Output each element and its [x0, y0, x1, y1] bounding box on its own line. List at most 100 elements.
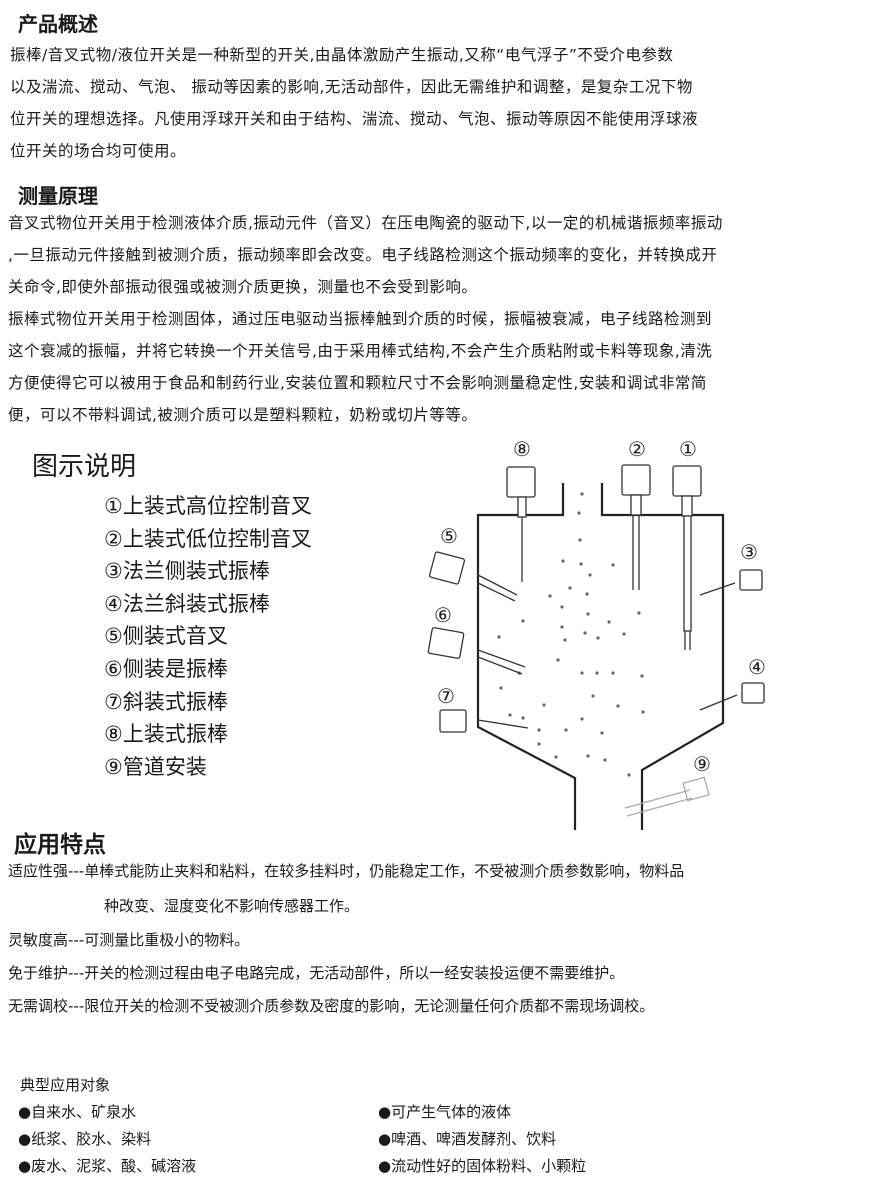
label-2: ② — [628, 437, 646, 461]
text-line: 关命令,即使外部振动很强或被测介质更换，测量也不会受到影响。 — [8, 278, 478, 296]
material-dot — [578, 538, 582, 542]
feature-line: 灵敏度高---可测量比重极小的物料。 — [8, 931, 250, 949]
material-dot — [554, 755, 558, 759]
material-dot — [580, 717, 584, 721]
feature-line: 适应性强---单棒式能防止夹料和粘料，在较多挂料时，仍能稳定工作，不受被测介质参… — [8, 862, 685, 880]
material-dot — [560, 605, 564, 609]
material-dot — [600, 731, 604, 735]
legend-item: ③法兰侧装式振棒 — [104, 559, 270, 584]
legend-item: ⑥侧装是振棒 — [104, 656, 228, 681]
sensor-7 — [439, 709, 467, 733]
material-dot — [577, 511, 581, 515]
text-line: 音叉式物位开关用于检测液体介质,振动元件（音叉）在压电陶瓷的驱动下,以一定的机械… — [8, 214, 723, 232]
legend-heading: 图示说明 — [32, 452, 137, 482]
text-line: 振棒/音叉式物/液位开关是一种新型的开关,由晶体激励产生振动,又称“电气浮子”不… — [10, 46, 674, 64]
legend-item: ④法兰斜装式振棒 — [104, 591, 270, 616]
sensor-8 — [506, 466, 536, 498]
label-8: ⑧ — [513, 437, 531, 461]
material-dot — [588, 573, 592, 577]
legend-item: ⑨管道安装 — [104, 754, 207, 779]
material-dot — [497, 635, 501, 639]
material-dot — [585, 592, 589, 596]
material-dot — [556, 658, 560, 662]
material-dot — [603, 758, 607, 762]
text-line: 以及湍流、搅动、气泡、 振动等因素的影响,无活动部件，因此无需维护和调整，是复杂… — [10, 78, 693, 96]
sensor-9 — [624, 776, 710, 817]
label-6: ⑥ — [434, 603, 452, 627]
overview-heading: 产品概述 — [18, 12, 98, 36]
sensor-1 — [672, 465, 702, 497]
sensor-4 — [741, 682, 765, 704]
material-dot — [537, 742, 541, 746]
material-dot — [640, 674, 644, 678]
text-line: ,一旦振动元件接触到被测介质，振动频率即会改变。电子线路检测这个振动频率的变化，… — [8, 246, 718, 264]
text-line: 便，可以不带料调试,被测介质可以是塑料颗粒，奶粉或切片等等。 — [8, 406, 478, 424]
feature-line: 免于维护---开关的检测过程由电子电路完成，无活动部件，所以一经安装投运便不需要… — [8, 964, 625, 982]
material-dot — [560, 625, 564, 629]
material-dot — [508, 713, 512, 717]
feature-line: 种改变、湿度变化不影响传感器工作。 — [104, 897, 360, 915]
material-dot — [637, 611, 641, 615]
material-dot — [579, 562, 583, 566]
material-dot — [563, 638, 567, 642]
material-dot — [580, 492, 584, 496]
material-dot — [622, 632, 626, 636]
label-9: ⑨ — [693, 752, 711, 776]
material-dots — [497, 492, 645, 777]
material-dot — [542, 703, 546, 707]
material-dot — [627, 773, 631, 777]
label-1: ① — [679, 437, 697, 461]
label-4: ④ — [748, 655, 766, 679]
material-dot — [611, 671, 615, 675]
legend-item: ⑧上装式振棒 — [104, 722, 228, 747]
material-dot — [641, 710, 645, 714]
material-dot — [616, 704, 620, 708]
overview-text: 振棒/音叉式物/液位开关是一种新型的开关,由晶体激励产生振动,又称“电气浮子”不… — [10, 39, 698, 167]
material-dot — [595, 671, 599, 675]
material-dot — [583, 631, 587, 635]
material-dot — [586, 754, 590, 758]
legend-item: ①上装式高位控制音叉 — [104, 494, 312, 518]
sensor-2 — [621, 464, 651, 496]
legend-item: ⑦斜装式振棒 — [104, 689, 228, 714]
label-7: ⑦ — [437, 684, 455, 708]
text-line: 位开关的场合均可使用。 — [10, 142, 187, 160]
label-5: ⑤ — [440, 524, 458, 548]
material-dot — [521, 716, 525, 720]
label-3: ③ — [740, 540, 758, 564]
application-item: ●废水、泥浆、酸、碱溶液 — [18, 1157, 197, 1175]
application-item: ●自来水、矿泉水 — [18, 1103, 137, 1121]
material-dot — [580, 671, 584, 675]
silo-outline — [476, 483, 725, 830]
principle-text: 音叉式物位开关用于检测液体介质,振动元件（音叉）在压电陶瓷的驱动下,以一定的机械… — [8, 207, 723, 431]
material-dot — [521, 619, 525, 623]
material-dot — [564, 728, 568, 732]
sensor-5 — [428, 551, 466, 585]
application-item: ●流动性好的固体粉料、小颗粒 — [378, 1157, 587, 1175]
material-dot — [561, 559, 565, 563]
application-item: ●可产生气体的液体 — [378, 1103, 512, 1121]
legend-list: ①上装式高位控制音叉 ②上装式低位控制音叉 ③法兰侧装式振棒 ④法兰斜装式振棒 … — [104, 490, 312, 783]
material-dot — [537, 728, 541, 732]
text-line: 方便使得它可以被用于食品和制药行业,安装位置和颗粒尺寸不会影响测量稳定性,安装和… — [8, 374, 707, 392]
legend-item: ⑤侧装式音叉 — [104, 624, 228, 649]
legend-item: ②上装式低位控制音叉 — [104, 526, 312, 551]
application-item: ●纸浆、胶水、染料 — [18, 1130, 152, 1148]
material-dot — [548, 594, 552, 598]
material-dot — [499, 686, 503, 690]
material-dot — [611, 563, 615, 567]
text-line: 位开关的理想选择。凡使用浮球开关和由于结构、湍流、搅动、气泡、振动等原因不能使用… — [10, 110, 699, 128]
sensor-3 — [739, 569, 763, 591]
text-line: 这个衰减的振幅，并将它转换一个开关信号,由于采用棒式结构,不会产生介质粘附或卡料… — [8, 342, 713, 360]
material-dot — [591, 694, 595, 698]
sensor-6 — [427, 627, 465, 659]
material-dot — [596, 636, 600, 640]
sensors — [427, 464, 765, 817]
feature-line: 无需调校---限位开关的检测不受被测介质参数及密度的影响，无论测量任何介质都不需… — [8, 997, 655, 1015]
applications-heading: 典型应用对象 — [20, 1076, 111, 1094]
material-dot — [607, 620, 611, 624]
diagram-labels: ⑧ ② ① ⑤ ③ ⑥ ④ ⑦ ⑨ — [434, 437, 766, 776]
text-line: 振棒式物位开关用于检测固体，通过压电驱动当振棒触到介质的时候，振幅被衰减，电子线… — [8, 310, 713, 328]
